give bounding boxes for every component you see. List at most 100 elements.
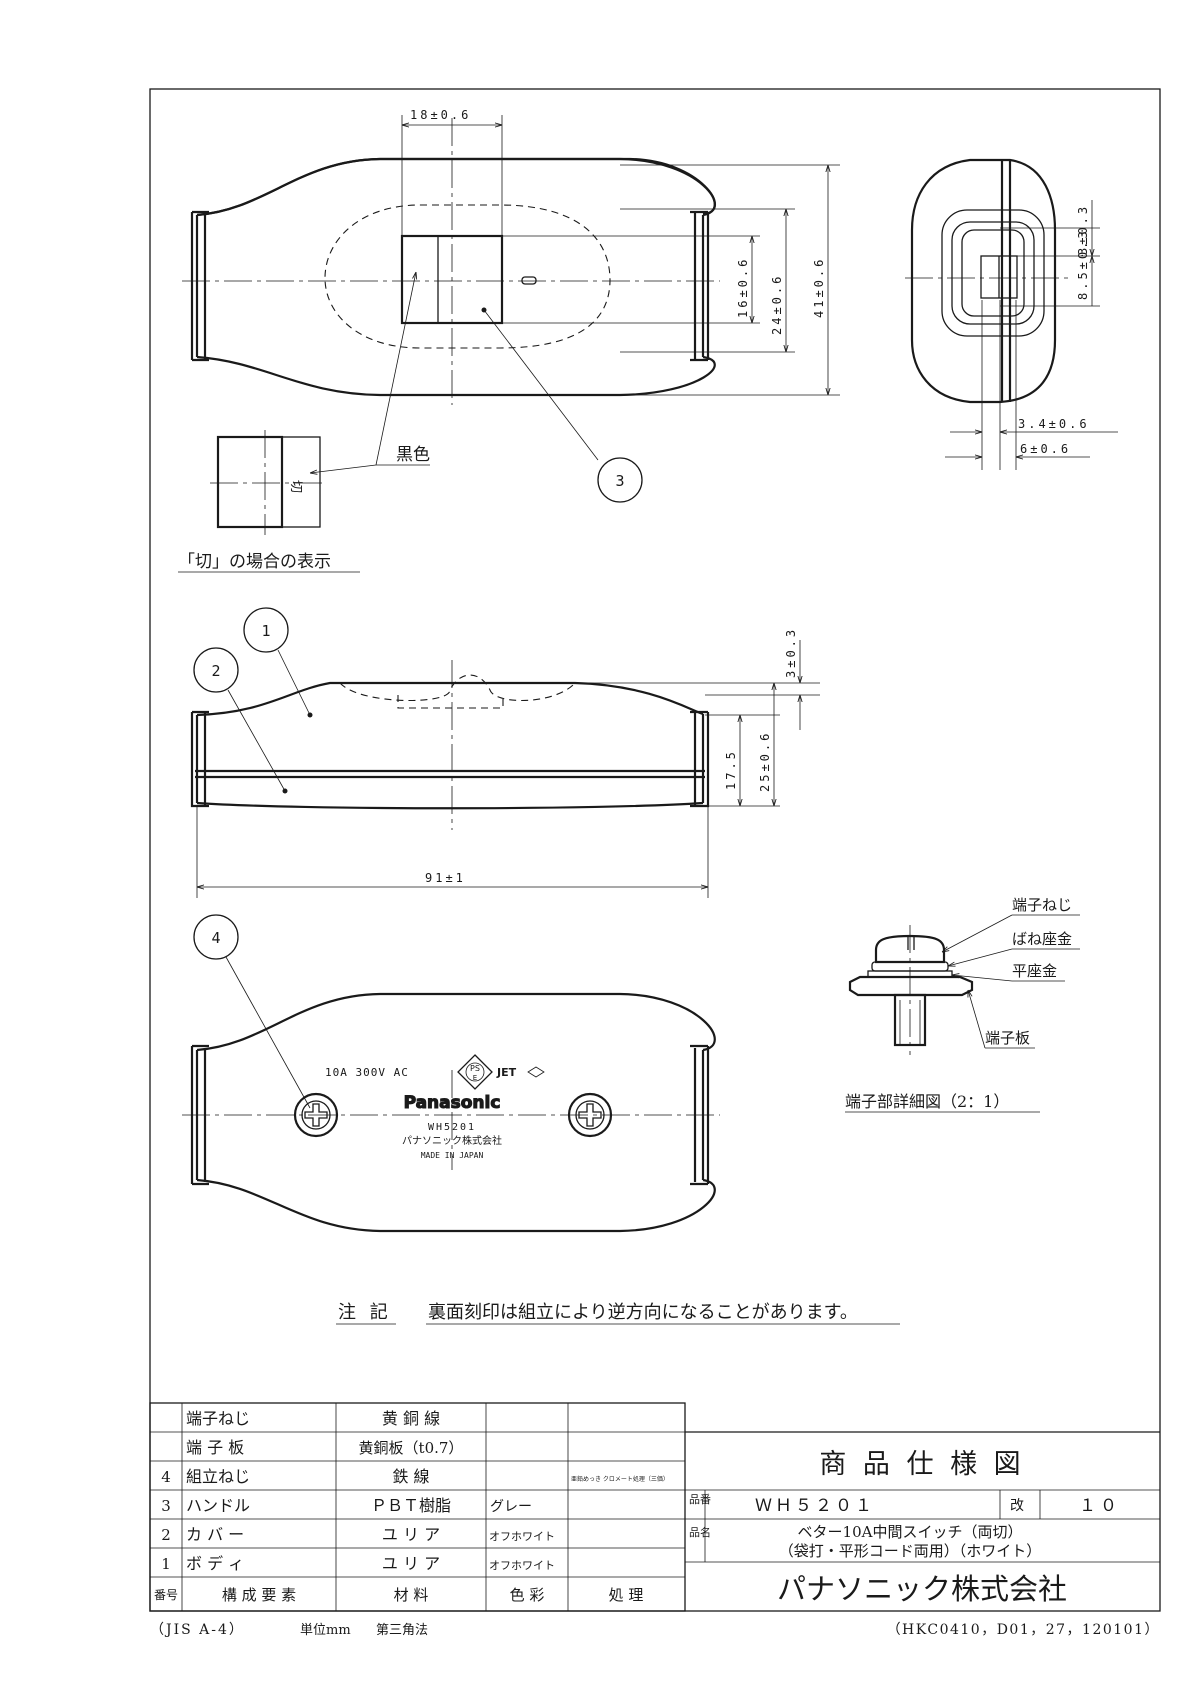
svg-text:オフホワイト: オフホワイト: [489, 1530, 555, 1543]
table-row: 4 組立ねじ 鉄 線 亜鉛めっき クロメート処理（三価）: [161, 1467, 669, 1486]
off-indicator: 黒色 切 「切」の場合の表示: [178, 272, 430, 573]
table-row: 端 子 板 黄銅板（t0.7）: [186, 1438, 463, 1457]
svg-text:2: 2: [211, 662, 220, 680]
drawing-frame: [149, 88, 1161, 1612]
product-name-2: （袋打・平形コード両用）（ホワイト）: [779, 1542, 1042, 1560]
jet-mark: JET: [496, 1066, 517, 1079]
off-mark: 切: [288, 480, 303, 493]
table-row: 端子ねじ 黄 銅 線: [186, 1409, 440, 1428]
svg-text:カ バ ー: カ バ ー: [186, 1525, 244, 1544]
dim-side-r2: 8.5±0.3: [1076, 228, 1090, 300]
assembly-screw-left: [293, 1092, 339, 1138]
part-no: ＷＨ５２０１: [755, 1496, 875, 1516]
svg-text:1: 1: [261, 622, 270, 640]
black-label: 黒色: [396, 445, 430, 465]
svg-text:1: 1: [161, 1555, 171, 1573]
balloon-1: 1: [243, 607, 311, 716]
bottom-view: PS E JET 10A 300V AC Panasonic WH5201 パナ…: [182, 992, 720, 1233]
svg-text:構 成 要 素: 構 成 要 素: [222, 1586, 296, 1604]
svg-text:4: 4: [161, 1468, 171, 1486]
front-view-dimensions: 3±0.3 17.5 25±0.6 91±1: [196, 627, 820, 898]
detail-plate-label: 端子板: [985, 1029, 1030, 1047]
rev-value: １０: [1079, 1496, 1121, 1516]
footer-standard: （JIS A-4）: [150, 1622, 245, 1638]
top-view-dimensions: 18±0.6 16±0.6 24±0.6 41±0.6: [401, 108, 840, 396]
note-title: 注 記: [338, 1302, 392, 1323]
svg-text:E: E: [473, 1074, 477, 1082]
side-view: 3±0.3 8.5±0.3 3.4±0.6 6±0.6: [905, 158, 1118, 470]
svg-text:3: 3: [161, 1497, 171, 1515]
part-no-label: 品番: [689, 1493, 711, 1506]
svg-text:ボ デ ィ: ボ デ ィ: [186, 1554, 244, 1573]
terminal-detail: 端子ねじ ばね座金 平座金 端子板 端子部詳細図（2：1）: [845, 896, 1080, 1113]
table-row: 2 カ バ ー ユ リ ア オフホワイト: [161, 1525, 555, 1544]
dim-length: 91±1: [425, 871, 466, 885]
maker-mark: パナソニック株式会社: [402, 1134, 502, 1147]
detail-flat-washer-label: 平座金: [1012, 962, 1057, 980]
svg-text:材 料: 材 料: [394, 1586, 429, 1604]
balloon-2: 2: [193, 647, 286, 792]
name-label: 品名: [689, 1525, 711, 1539]
brand-logo: Panasonic: [404, 1093, 501, 1113]
product-name-1: ベター10A中間スイッチ（両切）: [798, 1523, 1023, 1541]
note: 注 記 裏面刻印は組立により逆方向になることがあります。: [336, 1302, 900, 1325]
balloon-3: 3: [483, 309, 643, 503]
svg-text:オフホワイト: オフホワイト: [489, 1559, 555, 1572]
svg-text:端 子 板: 端 子 板: [186, 1438, 244, 1457]
svg-text:処 理: 処 理: [609, 1586, 644, 1604]
detail-screw-label: 端子ねじ: [1012, 896, 1072, 914]
svg-text:黄銅板（t0.7）: 黄銅板（t0.7）: [359, 1439, 464, 1457]
front-view: [190, 660, 710, 830]
table-row: 1 ボ デ ィ ユ リ ア オフホワイト: [161, 1554, 555, 1573]
svg-text:亜鉛めっき クロメート処理（三価）: 亜鉛めっき クロメート処理（三価）: [571, 1475, 669, 1483]
dim-front-h1: 17.5: [724, 749, 738, 790]
dim-side-b2: 6±0.6: [1020, 442, 1071, 456]
footer-unit: 単位mm: [300, 1622, 351, 1638]
balloon-4: 4: [193, 914, 311, 1109]
svg-text:4: 4: [211, 929, 220, 947]
table-row: 3 ハンドル ＰＢＴ樹脂 グレー: [161, 1496, 532, 1515]
footer: （JIS A-4） 単位mm 第三角法 （HKC0410，D01，27，1201…: [150, 1622, 1160, 1638]
svg-text:3: 3: [615, 472, 624, 490]
title-block-title: 商 品 仕 様 図: [819, 1449, 1024, 1480]
top-view: [182, 118, 720, 405]
company-name: パナソニック株式会社: [777, 1572, 1067, 1606]
detail-spring-washer-label: ばね座金: [1012, 930, 1072, 948]
detail-caption: 端子部詳細図（2：1）: [845, 1092, 1009, 1111]
footer-doc-code: （HKC0410，D01，27，120101）: [887, 1622, 1160, 1638]
title-block: 商 品 仕 様 図 品番 ＷＨ５２０１ 改 １０ 品名 ベター10A中間スイッチ…: [685, 1431, 1160, 1606]
assembly-screw-right: [567, 1092, 613, 1138]
svg-text:端子ねじ: 端子ねじ: [186, 1409, 250, 1428]
rev-label: 改: [1010, 1498, 1024, 1514]
svg-text:ＰＢＴ樹脂: ＰＢＴ樹脂: [371, 1496, 451, 1515]
svg-text:黄 銅 線: 黄 銅 線: [382, 1409, 440, 1428]
dim-front-h2: 25±0.6: [758, 731, 772, 792]
svg-text:ユ リ ア: ユ リ ア: [382, 1554, 440, 1573]
rating-mark: 10A 300V AC: [325, 1066, 409, 1079]
svg-text:グレー: グレー: [490, 1499, 532, 1515]
svg-text:番号: 番号: [154, 1588, 178, 1602]
dim-front-t: 3±0.3: [784, 627, 798, 678]
svg-text:ハンドル: ハンドル: [186, 1496, 250, 1515]
origin-mark: MADE IN JAPAN: [421, 1151, 484, 1160]
dim-total-height: 41±0.6: [812, 257, 826, 318]
parts-table: 端子ねじ 黄 銅 線 端 子 板 黄銅板（t0.7） 4 組立ねじ 鉄 線 亜鉛…: [149, 1402, 686, 1612]
model-mark: WH5201: [428, 1122, 476, 1133]
footer-projection: 第三角法: [376, 1623, 428, 1638]
svg-text:PS: PS: [470, 1064, 480, 1073]
dim-handle-height: 16±0.6: [736, 257, 750, 318]
table-header: 番号 構 成 要 素 材 料 色 彩 処 理: [154, 1586, 643, 1604]
pse-mark: PS E: [457, 1054, 493, 1090]
dim-top-width: 18±0.6: [410, 108, 471, 122]
dim-side-r1: 3±0.3: [1076, 204, 1090, 255]
dim-inner-height: 24±0.6: [770, 274, 784, 335]
svg-text:組立ねじ: 組立ねじ: [186, 1467, 250, 1486]
svg-text:鉄 線: 鉄 線: [392, 1467, 429, 1486]
svg-text:色 彩: 色 彩: [510, 1586, 545, 1604]
dim-side-b1: 3.4±0.6: [1018, 417, 1090, 431]
note-text: 裏面刻印は組立により逆方向になることがあります。: [428, 1302, 858, 1323]
svg-text:ユ リ ア: ユ リ ア: [382, 1525, 440, 1544]
svg-text:2: 2: [161, 1526, 171, 1544]
